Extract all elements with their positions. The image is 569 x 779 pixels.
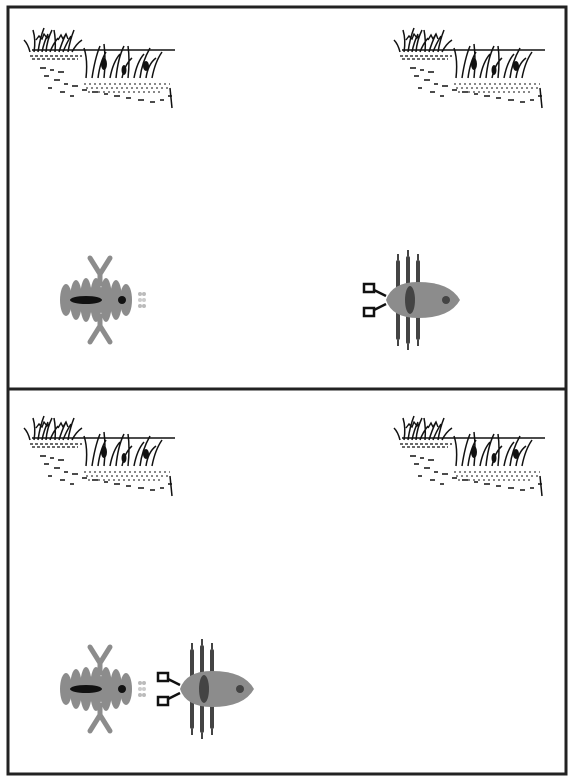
top-panel: [8, 7, 566, 389]
bottom-panel: [8, 389, 566, 774]
